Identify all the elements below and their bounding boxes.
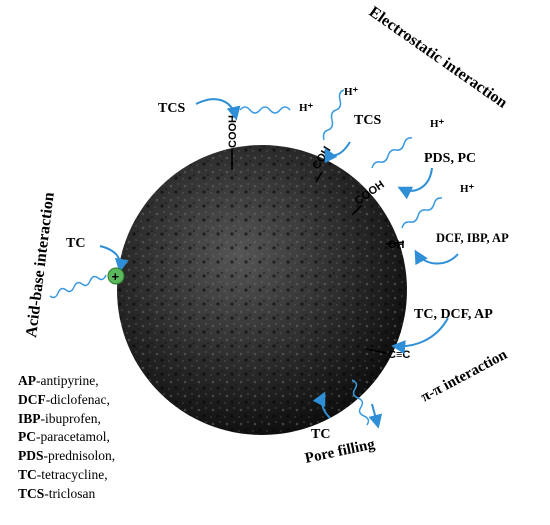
label-pds-pc: PDS, PC [424,151,476,166]
plus-icon: + [112,269,120,284]
wave-pore [351,379,370,426]
title-acid-base: Acid-base interaction [23,191,58,338]
title-pi-pi: π-π interaction [418,346,510,405]
arrow-pds-pc [397,167,433,200]
wave-oh [401,197,443,229]
label-dcf-ibp-ap: DCF, IBP, AP [436,231,509,245]
legend-abbr: PDS [18,448,44,464]
legend-item: DCF-diclofenac, [18,391,198,410]
arrow-tc-dcf-ap [391,317,449,355]
legend-abbr: TC [18,466,37,482]
arrow-pore-out [368,403,383,429]
bond-alkyne [365,348,387,354]
legend-name: -ibuprofen, [40,410,101,426]
wave-acid-base [49,274,107,299]
legend-name: -paracetamol, [36,429,110,445]
group-oh: OH [388,239,405,251]
legend-abbr: AP [18,373,36,388]
proton-labels: H⁺ H⁺ H⁺ H⁺ [299,86,475,195]
wave-coh [322,89,345,141]
legend-abbr: DCF [18,391,46,407]
title-electrostatic: Electrostatic interaction [366,3,511,111]
legend-name: -prednisolon, [43,448,116,464]
legend-item: TC-tetracycline, [18,466,198,485]
adsorption-arrows [99,98,459,429]
group-alkyne: C≡C [388,349,410,361]
legend-item: PDS-prednisolon, [18,447,198,466]
legend-abbr: TCS [18,485,45,501]
label-tc-dcf-ap: TC, DCF, AP [414,307,493,322]
legend-item: PC-paracetamol, [18,428,198,447]
proton-label: H⁺ [460,183,475,195]
biochar-sphere [117,145,407,435]
group-cooh-top: COOH [227,115,239,148]
legend-item: IBP-ibuprofen, [18,410,198,429]
legend-name: -antipyrine, [36,373,99,388]
arrow-tc-bottom [312,391,331,419]
abbreviation-legend: AP-antipyrine,DCF-diclofenac,IBP-ibuprof… [18,372,198,504]
bond-oh [385,241,405,245]
arrow-tcs-right [324,141,351,164]
wave-cooh-top [239,106,291,114]
legend-name: -triclosan [44,485,96,501]
arrow-tcs-top [195,98,241,121]
label-tcs-top: TCS [158,101,185,116]
proton-label: H⁺ [344,86,359,98]
label-tc-bottom: TC [311,427,330,442]
proton-label: H⁺ [430,118,445,130]
arrow-dcf-ibp-ap [414,249,459,266]
functional-group-bonds [231,150,405,354]
legend-item: AP-antipyrine, [18,372,198,391]
bond-coh [315,171,323,183]
legend-abbr: IBP [18,410,41,426]
proton-label: H⁺ [299,102,314,114]
wave-cooh-right [371,137,413,169]
legend-abbr: PC [18,429,36,445]
positive-charge-badge: + [107,267,125,285]
label-tcs-right: TCS [354,113,381,128]
bond-cooh-right [351,204,363,216]
legend-name: -tetracycline, [36,466,108,482]
wavy-interaction-lines [49,89,443,426]
label-tc-left: TC [66,236,85,251]
legend-item: TCS-triclosan [18,485,198,504]
legend-name: -diclofenac, [45,391,110,407]
arrow-tc-left [99,245,129,273]
